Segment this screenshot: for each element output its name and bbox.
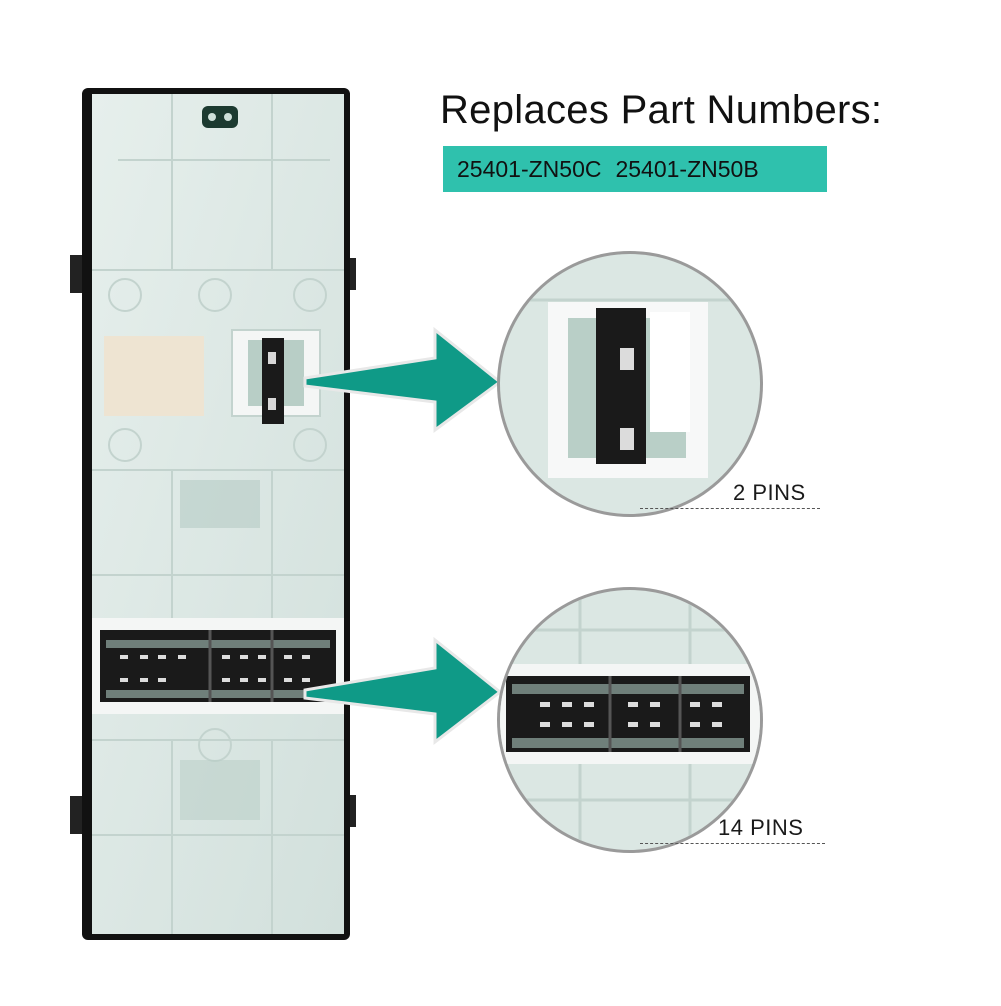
zoom-circle-14-pins bbox=[497, 587, 763, 853]
callout-underline bbox=[640, 508, 820, 509]
callout-label-14-pins: 14 PINS bbox=[718, 815, 804, 840]
switch-housing bbox=[82, 88, 350, 940]
part-numbers-box: 25401-ZN50C 25401-ZN50B bbox=[443, 146, 827, 192]
zoom-circle-2-pins bbox=[497, 251, 763, 517]
part-number: 25401-ZN50B bbox=[615, 155, 759, 182]
callout-arrow-14-pins bbox=[303, 636, 503, 746]
side-clip bbox=[70, 796, 84, 834]
side-clip bbox=[70, 255, 84, 293]
replaces-part-numbers-heading: Replaces Part Numbers: bbox=[440, 88, 883, 132]
side-clip bbox=[346, 795, 356, 827]
side-clip bbox=[346, 258, 356, 290]
callout-arrow-2-pins bbox=[303, 326, 503, 433]
callout-underline bbox=[640, 843, 825, 844]
callout-label-2-pins: 2 PINS bbox=[733, 480, 806, 505]
part-number: 25401-ZN50C bbox=[457, 155, 602, 182]
